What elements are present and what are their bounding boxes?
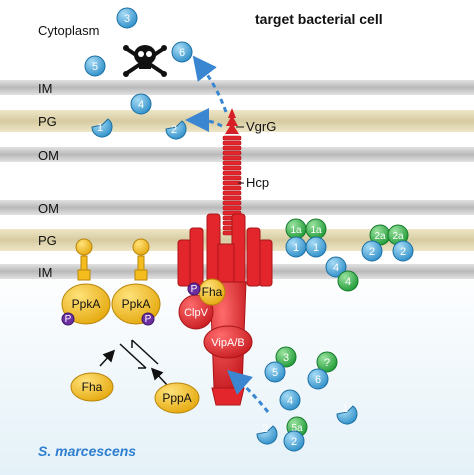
- effector-top-5: 5: [84, 55, 106, 77]
- effector-top-1: 1: [91, 118, 113, 138]
- svg-text:1a: 1a: [290, 225, 302, 236]
- label-clpv: ClpV: [184, 307, 209, 319]
- effector-1: 1: [285, 236, 307, 258]
- label-vipab: VipA/B: [211, 337, 244, 349]
- layer-label-om-top: OM: [38, 148, 59, 163]
- membrane-complex: [177, 213, 273, 287]
- effector-immunity-bottom: 3? 5 6 4 1 2 5a 2: [256, 346, 358, 452]
- svg-text:2: 2: [400, 246, 406, 258]
- delivery-arrow-cytoplasm: [192, 55, 228, 113]
- vipab-sheath: VipA/B: [203, 281, 253, 406]
- skull-crossbones-icon: [123, 45, 167, 77]
- effector-2-2: 2: [392, 240, 414, 262]
- layer-label-pg-top: PG: [38, 114, 57, 129]
- svg-text:1a: 1a: [310, 225, 322, 236]
- immunity-1a-2: 1a: [305, 218, 327, 240]
- ppka-left: PpkA P: [61, 238, 111, 326]
- label-vgrg: VgrG: [246, 119, 276, 134]
- effector-2: 2: [361, 240, 383, 262]
- compartment-label-cytoplasm: Cytoplasm: [38, 23, 99, 38]
- immunity-3: 3: [275, 346, 297, 368]
- ppka-right: PpkA P: [111, 238, 161, 326]
- effector-6: 6: [307, 368, 329, 390]
- immunity-unknown: ?: [316, 351, 338, 373]
- effector-top-4: 4: [130, 93, 152, 115]
- svg-text:6: 6: [315, 374, 321, 386]
- immunity-1a: 1a: [285, 218, 307, 240]
- svg-text:5a: 5a: [291, 423, 303, 434]
- effector-1-bottom: 1: [336, 403, 358, 425]
- fha-free: Fha: [70, 372, 114, 402]
- svg-text:6: 6: [179, 47, 185, 59]
- svg-text:4: 4: [333, 262, 339, 274]
- layer-label-im-top: IM: [38, 81, 52, 96]
- effector-top-3: 3: [116, 7, 138, 29]
- layer-label-pg-bottom: PG: [38, 233, 57, 248]
- svg-text:5: 5: [92, 61, 98, 73]
- effector-top-2: 2: [165, 120, 187, 140]
- layer-label-im-bottom: IM: [38, 265, 52, 280]
- pppa-arrow: [150, 367, 169, 387]
- effector-top-6: 6: [171, 41, 193, 63]
- svg-text:2: 2: [291, 436, 297, 448]
- immunity-4: 4: [337, 270, 359, 292]
- label-fha-machine: Fha: [202, 285, 223, 299]
- effector-4-bottom: 4: [279, 389, 301, 411]
- svg-text:2a: 2a: [374, 231, 386, 242]
- svg-text:5: 5: [272, 367, 278, 379]
- svg-text:4: 4: [138, 99, 144, 111]
- svg-text:2: 2: [171, 124, 177, 136]
- svg-text:3: 3: [283, 352, 289, 364]
- species-label: S. marcescens: [38, 443, 136, 459]
- vgrg-spike: [225, 108, 239, 134]
- label-fha-free: Fha: [82, 380, 103, 394]
- pg-top-band: [0, 110, 474, 132]
- svg-text:1: 1: [97, 122, 103, 134]
- layer-label-om-bottom: OM: [38, 201, 59, 216]
- label-hcp: Hcp: [246, 175, 269, 190]
- pppa: PppA: [154, 382, 200, 414]
- equilibrium-arrows: [119, 339, 159, 369]
- figure-title: target bacterial cell: [255, 11, 383, 27]
- svg-text:4: 4: [287, 395, 293, 407]
- delivery-arrow-periplasm: [185, 108, 223, 133]
- svg-text:1: 1: [342, 403, 348, 415]
- fha-machine: Fha P: [187, 278, 226, 306]
- label-p-machine: P: [191, 284, 198, 295]
- label-pppa: PppA: [162, 391, 191, 405]
- effector-4: 4: [325, 256, 347, 278]
- label-ppka-left: PpkA: [72, 297, 101, 311]
- svg-text:2: 2: [369, 246, 375, 258]
- effector-2-bottom: 2: [256, 423, 278, 445]
- svg-text:?: ?: [324, 357, 330, 369]
- svg-text:4: 4: [345, 276, 351, 288]
- svg-text:3: 3: [124, 13, 130, 25]
- svg-text:1: 1: [313, 242, 319, 254]
- effector-immunity-pairs-right: 1a 1a 1 1 2a 2a 2 2 44: [285, 218, 414, 292]
- effector-2-bottom-2: 2: [283, 430, 305, 452]
- svg-text:2a: 2a: [392, 231, 404, 242]
- loading-arrow: [227, 370, 270, 413]
- svg-text:1: 1: [293, 242, 299, 254]
- label-p-right: P: [145, 314, 152, 325]
- label-ppka-right: PpkA: [122, 297, 151, 311]
- effector-5: 5: [264, 361, 286, 383]
- svg-text:2: 2: [262, 423, 268, 435]
- im-top-band: [0, 80, 474, 95]
- clpv-atpase: ClpV: [178, 294, 214, 330]
- fha-arrow: [99, 349, 116, 367]
- label-p-left: P: [65, 314, 72, 325]
- effector-1-2: 1: [305, 236, 327, 258]
